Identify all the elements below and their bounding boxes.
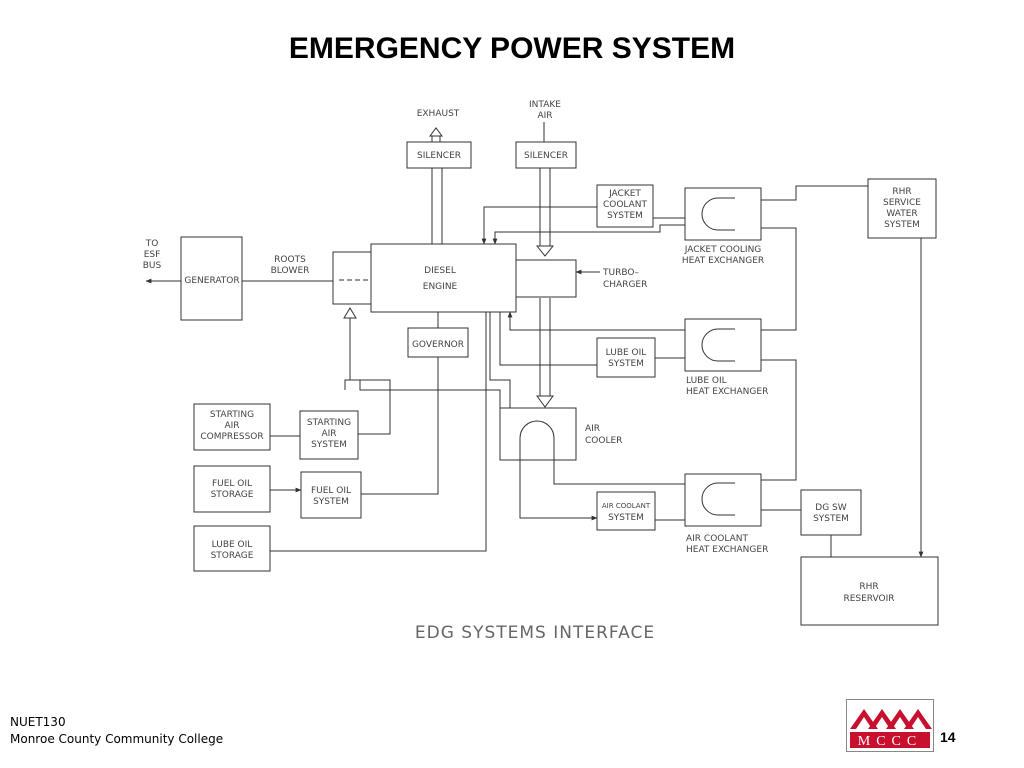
start-compressor-label-2: AIR [224,421,239,431]
turbo-label-2: CHARGER [603,280,647,290]
lube-storage-label-2: STORAGE [211,551,254,561]
lube-hx-tube [701,328,735,362]
exhaust-label: EXHAUST [417,109,460,119]
air-cooler-tube [519,420,555,460]
fuel-oil-system-box [300,471,362,519]
footer: NUET130 Monroe County Community College [10,714,223,748]
dg-sw-label-2: SYSTEM [813,514,849,524]
air-coolant-label-1: AIR COOLANT [602,502,651,510]
rhr-sw-label-2: SERVICE [883,198,921,208]
exhaust-duct [429,127,443,244]
rhr-service-water-box [867,178,937,239]
roots-blower-label-2: BLOWER [271,266,310,276]
slide-title: EMERGENCY POWER SYSTEM [288,32,736,65]
air-coolant-label-2: SYSTEM [608,513,644,523]
lube-hx-label-2: HEAT EXCHANGER [686,387,768,397]
fuel-system-label-1: FUEL OIL [311,486,351,496]
roots-blower-label-1: ROOTS [274,255,306,265]
air-cooler-label-2: COOLER [585,436,622,446]
lube-oil-hx-box [684,318,762,372]
lube-hx-label-1: LUBE OIL [686,376,727,386]
lube-oil-storage-box [193,525,271,572]
start-system-label-1: STARTING [307,418,351,428]
air-hx-label-2: HEAT EXCHANGER [686,545,768,555]
air-hx-label-1: AIR COOLANT [686,534,748,544]
turbo-label-1: TURBO– [602,268,639,278]
jacket-hx-label-1: JACKET COOLING [684,245,762,255]
jacket-coolant-label-3: SYSTEM [607,211,643,221]
air-cooler-label-1: AIR [585,424,600,434]
air-cooler-box [499,407,577,461]
dg-sw-label-1: DG SW [815,503,846,513]
course-code: NUET130 [10,715,66,729]
rhr-reservoir-box [800,556,939,626]
lube-system-label-1: LUBE OIL [606,348,647,358]
jacket-hx-label-2: HEAT EXCHANGER [682,256,764,266]
rhr-sw-label-3: WATER [886,209,917,219]
silencer-intake-label: SILENCER [524,151,568,161]
air-coolant-system-box [596,491,656,531]
lube-system-label-2: SYSTEM [608,359,644,369]
generator-label: GENERATOR [184,276,239,286]
fuel-system-label-2: SYSTEM [313,497,349,507]
start-compressor-label-3: COMPRESSOR [200,432,263,442]
start-system-label-3: SYSTEM [311,440,347,450]
generator-box [180,236,243,321]
to-esf-label-3: BUS [143,261,162,271]
page-number: 14 [940,729,956,745]
to-esf-label-2: ESF [144,250,161,260]
rhr-reservoir-label-2: RESERVOIR [843,594,894,604]
jacket-coolant-label-1: JACKET [608,189,641,199]
silencer-exhaust-label: SILENCER [417,151,461,161]
starting-air-compressor-box [193,403,271,451]
jacket-coolant-label-2: COOLANT [603,200,648,210]
air-hx-tube [701,482,735,516]
intake-silencer-box [515,141,577,169]
exhaust-silencer-box [406,141,472,169]
fuel-oil-storage-box [193,465,271,513]
diesel-engine-box [370,243,517,313]
rhr-sw-label-1: RHR [892,187,911,197]
start-system-label-2: AIR [321,429,336,439]
to-esf-label-1: TO [145,239,159,249]
diesel-engine-label-1: DIESEL [424,266,456,276]
turbocharger-box [515,259,577,298]
college-name: Monroe County Community College [10,732,224,746]
start-compressor-label-1: STARTING [210,410,254,420]
diesel-engine-label-2: ENGINE [423,282,458,292]
edg-systems-diagram: EXHAUST INTAKE AIR SILENCER SILENCER JAC… [143,100,939,643]
logo-text: MCCC [858,734,922,749]
fuel-storage-label-1: FUEL OIL [212,479,252,489]
jacket-hx-tube [701,197,735,231]
rhr-reservoir-label-1: RHR [859,582,878,592]
rhr-sw-label-4: SYSTEM [884,220,920,230]
intake-label-1: INTAKE [529,100,561,110]
lube-storage-label-1: LUBE OIL [212,540,253,550]
jacket-coolant-system-box [596,184,654,228]
roots-blower-box [332,251,372,305]
intake-duct [535,122,555,408]
jacket-cooling-hx-box [684,187,762,241]
intake-label-2: AIR [537,111,552,121]
diagram-caption: EDG SYSTEMS INTERFACE [415,623,655,643]
air-coolant-hx-box [684,473,762,527]
governor-label: GOVERNOR [412,340,464,350]
starting-air-system-box [299,410,359,460]
mccc-logo: MCCC [846,699,934,752]
fuel-storage-label-2: STORAGE [211,490,254,500]
